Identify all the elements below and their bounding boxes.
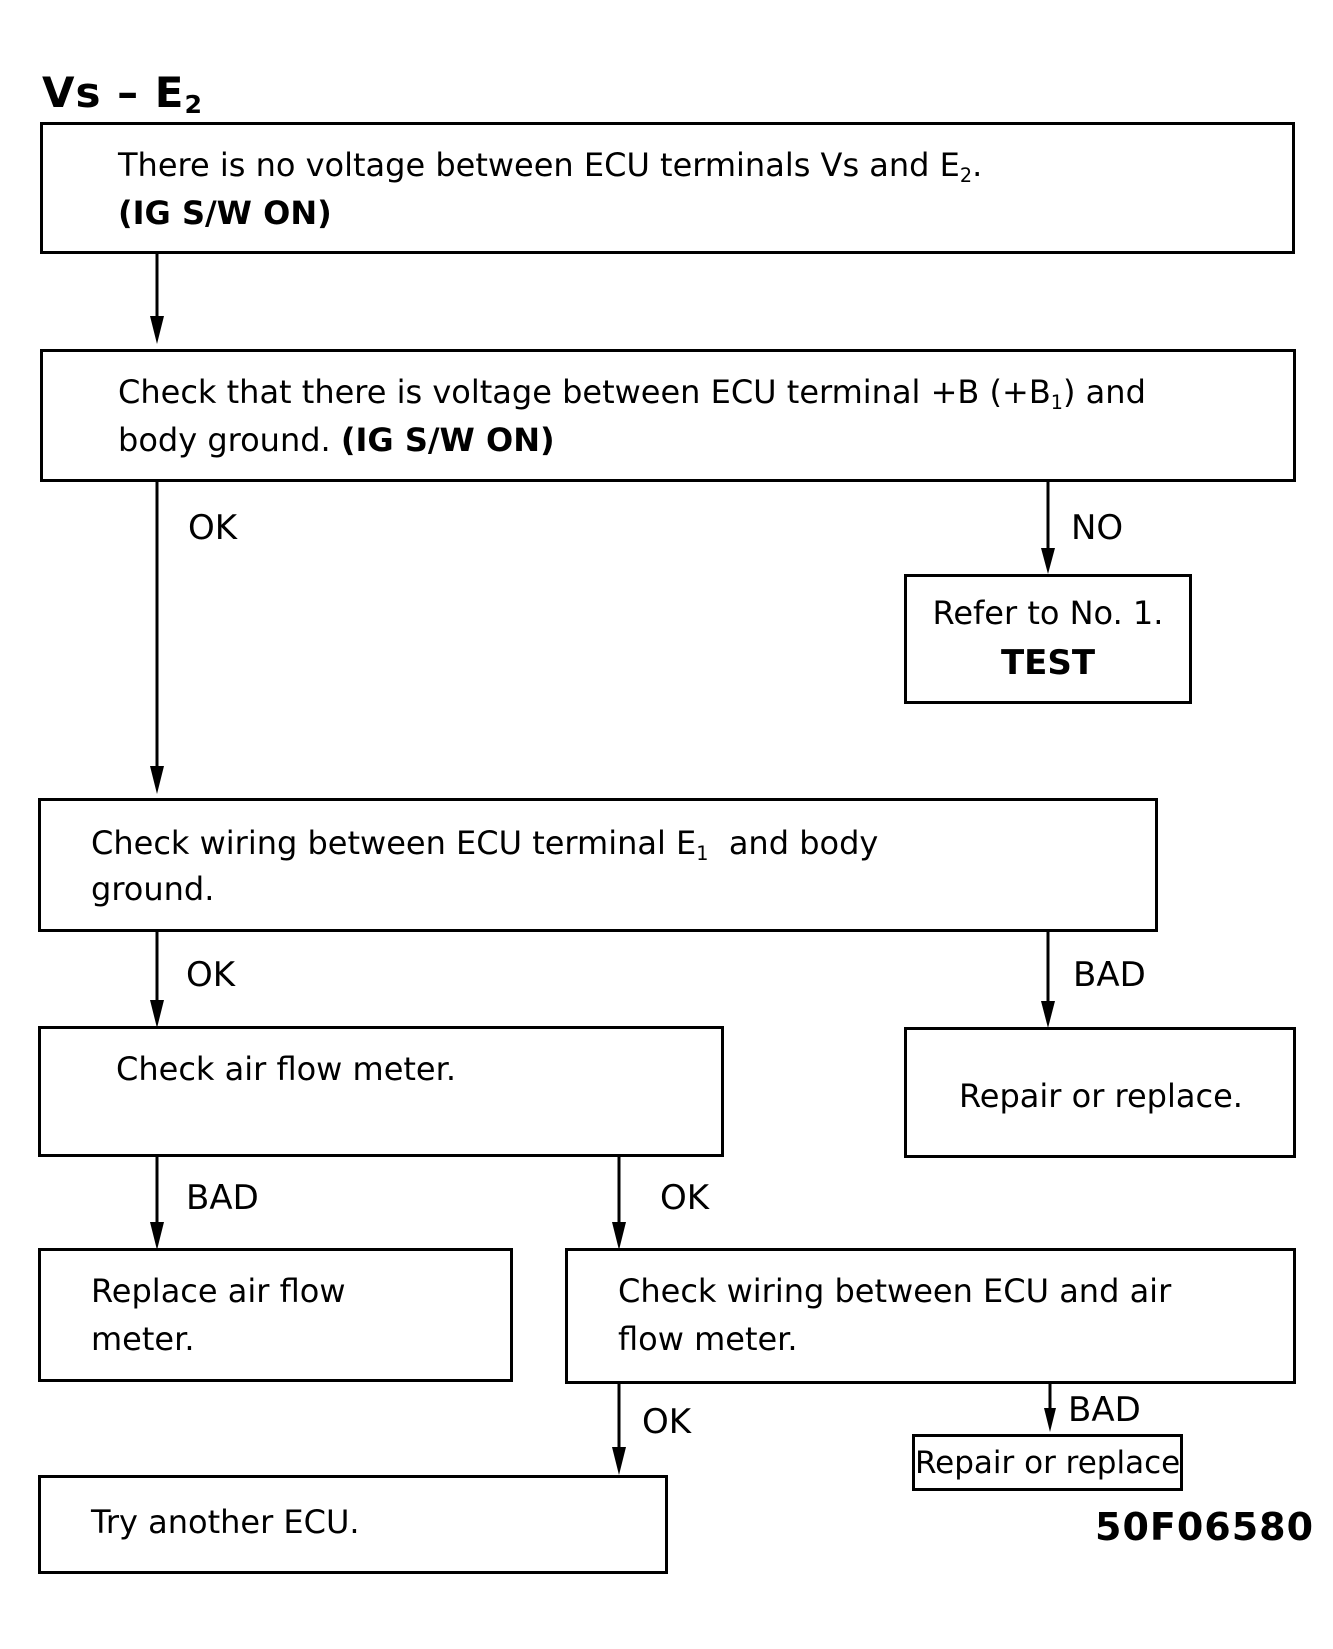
figure-code: 50F06580 xyxy=(1095,1505,1315,1549)
step-text: Try another ECU. xyxy=(91,1503,360,1541)
condition-text: (IG S/W ON) xyxy=(118,194,332,232)
step-replace-air-flow-meter-box: Replace air flow meter. xyxy=(38,1248,513,1382)
step-repair-replace-box: Repair or replace. xyxy=(904,1027,1296,1158)
arrow-head xyxy=(150,1222,164,1250)
step-no-voltage-box: There is no voltage between ECU terminal… xyxy=(40,122,1295,254)
step-text: Check air flow meter. xyxy=(116,1050,456,1088)
step-text: flow meter. xyxy=(618,1320,798,1358)
step-try-another-ecu-box: Try another ECU. xyxy=(38,1475,668,1574)
step-check-air-flow-meter-box: Check air flow meter. xyxy=(38,1026,724,1157)
step-text: Refer to No. 1. xyxy=(932,594,1164,632)
step-check-voltage-box: Check that there is voltage between ECU … xyxy=(40,349,1296,482)
arrow-head xyxy=(1041,548,1055,574)
step-text: Replace air flow xyxy=(91,1272,346,1310)
branch-label-ok: OK xyxy=(188,508,238,548)
step-repair-replace-small-box: Repair or replace xyxy=(912,1434,1183,1491)
arrow-head xyxy=(1041,1001,1055,1028)
test-label: TEST xyxy=(1000,643,1096,683)
arrow-head xyxy=(150,1000,164,1028)
arrow-head xyxy=(612,1447,626,1475)
diagram-title: Vs – E2 xyxy=(42,68,203,119)
branch-label-ok: OK xyxy=(642,1402,692,1442)
step-text: body ground. (IG S/W ON) xyxy=(118,421,555,459)
branch-label-ok: OK xyxy=(186,955,236,995)
step-text: Repair or replace xyxy=(915,1445,1181,1481)
arrow-head xyxy=(612,1222,626,1250)
step-text: Repair or replace. xyxy=(959,1077,1243,1115)
step-check-e1-wiring-box: Check wiring between ECU terminal E1 and… xyxy=(38,798,1158,932)
step-text: meter. xyxy=(91,1320,195,1358)
branch-label-no: NO xyxy=(1071,508,1124,548)
step-text: There is no voltage between ECU terminal… xyxy=(118,146,983,187)
arrow-head xyxy=(1044,1408,1056,1432)
branch-label-bad: BAD xyxy=(1073,955,1146,995)
branch-label-bad: BAD xyxy=(186,1178,259,1218)
branch-label-ok: OK xyxy=(660,1178,710,1218)
step-text: Check that there is voltage between ECU … xyxy=(118,373,1146,414)
arrow-head xyxy=(150,316,164,344)
step-refer-box: Refer to No. 1. TEST xyxy=(904,574,1192,704)
arrow-head xyxy=(150,766,164,794)
step-text: Check wiring between ECU terminal E1 and… xyxy=(91,824,879,865)
step-check-wiring-ecu-afm-box: Check wiring between ECU and air flow me… xyxy=(565,1248,1296,1384)
branch-label-bad: BAD xyxy=(1068,1390,1141,1430)
step-text: Check wiring between ECU and air xyxy=(618,1272,1172,1310)
step-text: ground. xyxy=(91,870,215,908)
